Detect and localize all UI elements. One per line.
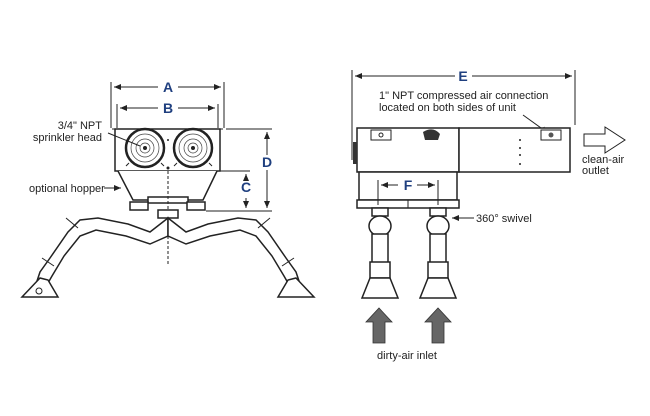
dimension-d-label: D xyxy=(262,154,272,170)
sprinkler-callout-line1: 3/4" NPT xyxy=(58,120,103,132)
dimension-c: C xyxy=(220,170,251,208)
side-arm-right xyxy=(418,207,458,299)
dimension-f-label: F xyxy=(404,177,413,193)
side-arm-left xyxy=(360,207,400,299)
extraction-arms xyxy=(20,209,316,298)
inlet-arrow-right xyxy=(424,307,452,344)
air-connection-callout: 1" NPT compressed air connection located… xyxy=(379,90,548,134)
hopper xyxy=(117,170,218,265)
outlet-line1: clean-air xyxy=(582,154,625,166)
swivel-callout: 360° swivel xyxy=(452,213,532,225)
sprinkler-callout-line2: sprinkler head xyxy=(33,132,102,144)
dimension-b: B xyxy=(116,100,219,128)
dimension-f: F xyxy=(377,177,439,205)
side-cabinet xyxy=(353,127,571,209)
inlet-label: dirty-air inlet xyxy=(377,350,437,362)
dirty-air-inlet: dirty-air inlet xyxy=(365,307,452,362)
swivel-callout-label: 360° swivel xyxy=(476,213,532,225)
air-connection-line2: located on both sides of unit xyxy=(379,102,516,114)
cartridge-left xyxy=(124,127,166,169)
air-connection-line1: 1" NPT compressed air connection xyxy=(379,90,548,102)
dimension-a: A xyxy=(110,79,225,128)
cabinet xyxy=(112,127,223,172)
sprinkler-callout: 3/4" NPT sprinkler head xyxy=(33,120,141,147)
dimension-e-label: E xyxy=(458,68,467,84)
dimension-d: D xyxy=(206,128,272,212)
dimension-a-label: A xyxy=(163,79,173,95)
front-view: A B xyxy=(20,79,316,298)
dimension-e: E xyxy=(351,68,576,160)
cartridge-right xyxy=(172,127,214,169)
clean-air-outlet: clean-air outlet xyxy=(582,126,626,177)
outlet-line2: outlet xyxy=(582,165,609,177)
side-view: E 1" NPT compressed air connection locat… xyxy=(351,68,626,362)
inlet-arrow-left xyxy=(365,307,393,344)
dimension-b-label: B xyxy=(163,100,173,116)
hopper-callout-label: optional hopper xyxy=(29,183,105,195)
dimension-c-label: C xyxy=(241,179,251,195)
hopper-callout: optional hopper xyxy=(29,183,121,195)
